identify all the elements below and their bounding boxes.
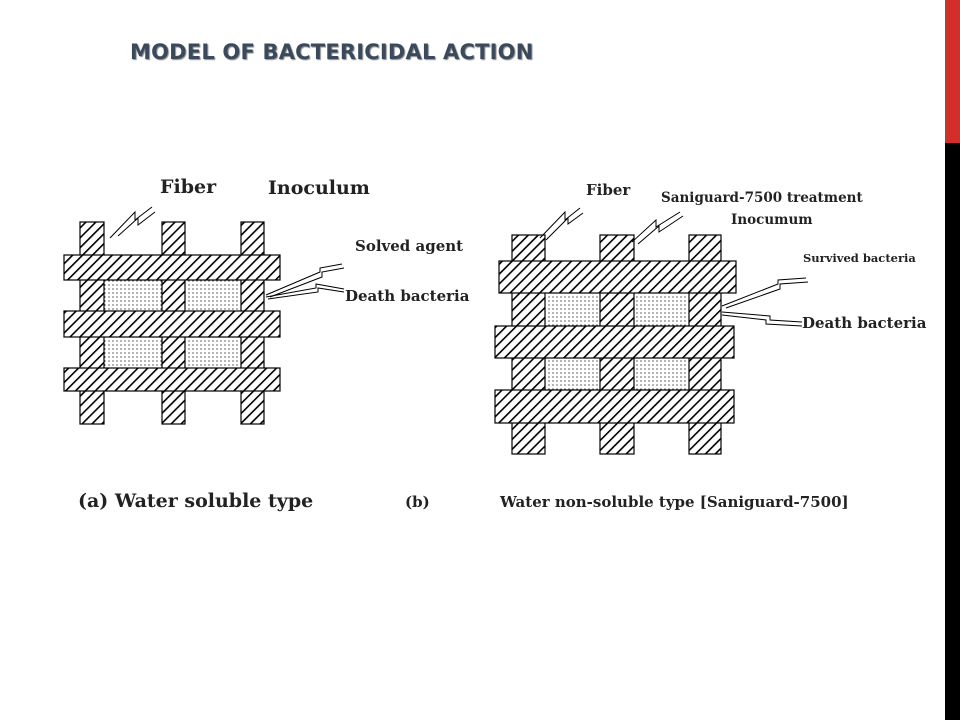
survived-bacteria-label: Survived bacteria — [803, 251, 916, 265]
caption-b: Water non-soluble type [Saniguard-7500] — [500, 493, 849, 511]
weave-diagram-a — [63, 206, 345, 425]
solved-agent-label: Solved agent — [355, 237, 464, 255]
inoculum-label-b: Inocumum — [731, 212, 813, 228]
death-bacteria-label-a: Death bacteria — [345, 287, 470, 305]
accent-bar-red — [945, 0, 960, 143]
caption-b-prefix: (b) — [405, 493, 430, 511]
fiber-pointer-a — [109, 206, 156, 239]
weave-diagram-b — [494, 207, 809, 455]
horizontal-fibers-b — [494, 260, 737, 424]
bacteria-pointers-b — [721, 277, 809, 327]
slide-title: MODEL OF BACTERICIDAL ACTION — [130, 40, 534, 64]
accent-bar-black — [945, 143, 960, 720]
fiber-pointer-b — [539, 207, 684, 245]
bacteria-pointers-a — [265, 263, 345, 300]
caption-a: (a) Water soluble type — [78, 490, 314, 512]
treatment-label-b: Saniguard-7500 treatment — [661, 190, 863, 206]
cells-a — [103, 279, 242, 369]
death-bacteria-label-b: Death bacteria — [802, 314, 927, 332]
horizontal-fibers-a — [63, 254, 281, 392]
inoculum-label-a: Inoculum — [268, 177, 370, 199]
fiber-label-a: Fiber — [160, 176, 217, 198]
fiber-label-b: Fiber — [586, 181, 631, 199]
